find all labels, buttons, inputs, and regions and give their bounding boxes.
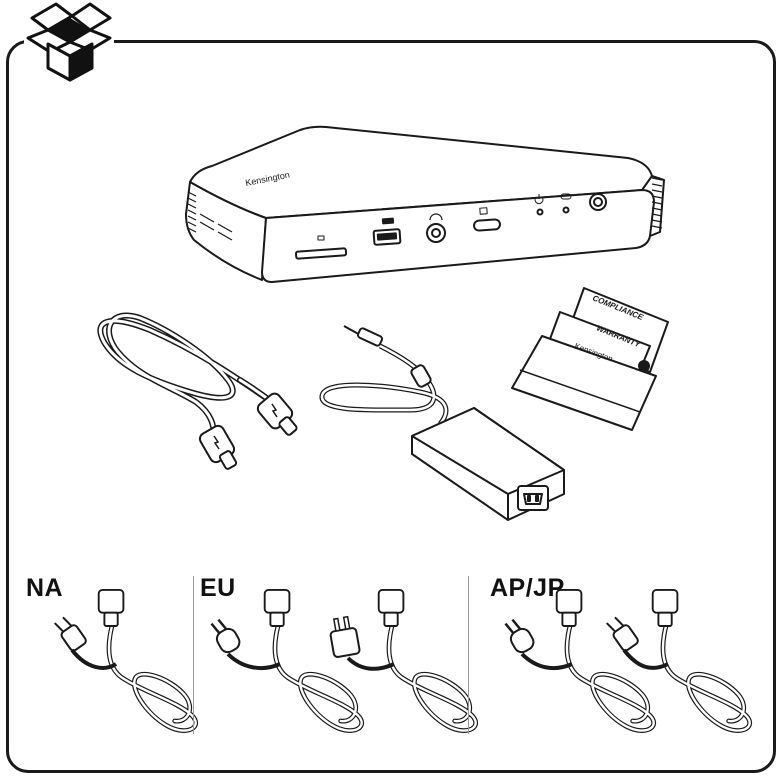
documents-stack — [511, 287, 669, 431]
na-power-cord — [52, 590, 196, 731]
eu-power-cord-1 — [206, 590, 362, 731]
region-label-na: NA — [26, 574, 64, 602]
docking-station — [185, 125, 665, 283]
usb-c-connector-1 — [256, 392, 298, 436]
region-divider-2 — [468, 576, 469, 734]
package-contents-frame — [6, 40, 776, 773]
power-adapter — [319, 325, 565, 521]
thunderbolt-cable — [97, 312, 275, 439]
eu-power-cord-2 — [326, 590, 476, 731]
open-box-icon — [24, 0, 114, 84]
usb-c-connector-2 — [198, 424, 238, 470]
region-divider-1 — [193, 576, 194, 734]
region-label-eu: EU — [200, 574, 236, 602]
region-label-ap-jp: AP/JP — [490, 574, 565, 602]
ap-power-cord-2 — [604, 590, 750, 731]
ap-power-cord-1 — [500, 590, 654, 731]
